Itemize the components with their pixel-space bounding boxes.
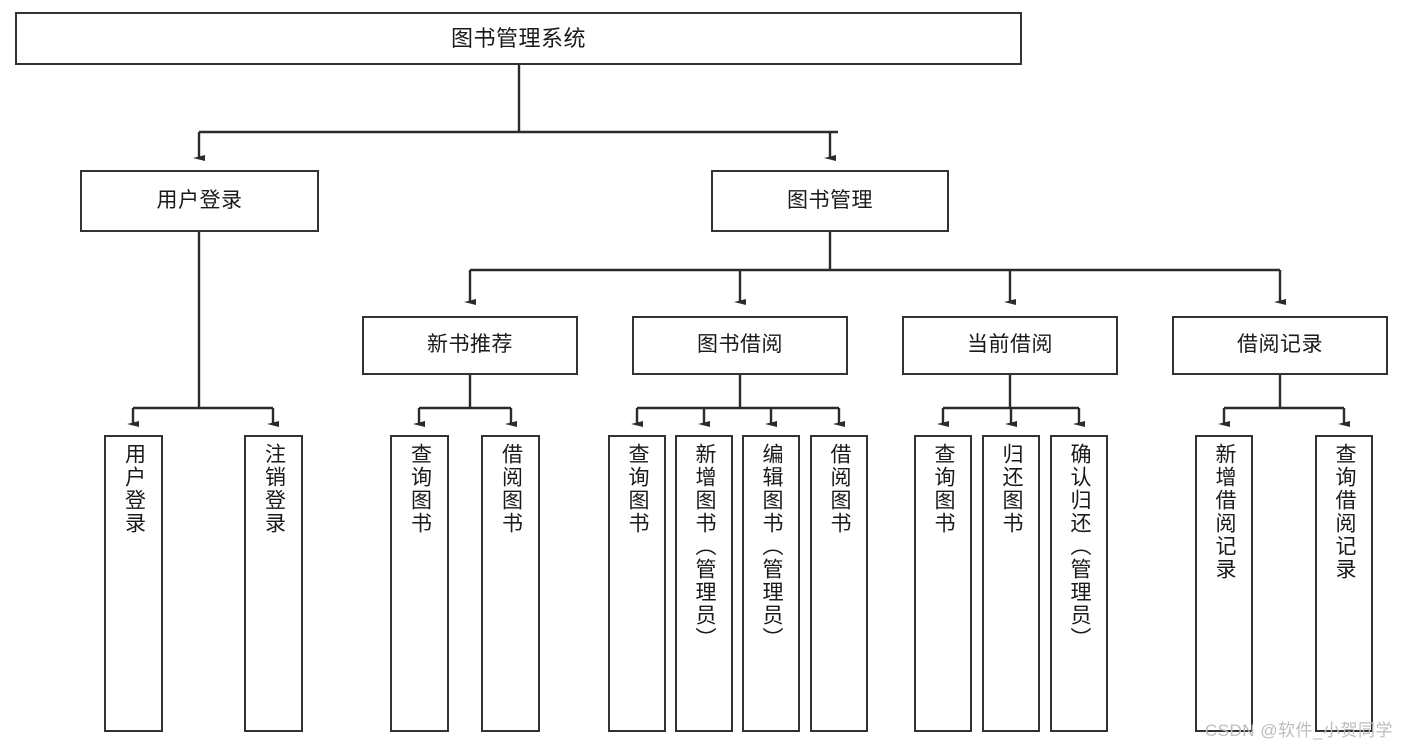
leaf-borrow-book[interactable]: 借阅图书 — [810, 435, 868, 732]
node-label: 新书推荐 — [427, 333, 513, 357]
node-new-book-recommend[interactable]: 新书推荐 — [362, 316, 578, 375]
leaf-query-book-current[interactable]: 查询图书 — [914, 435, 972, 732]
node-root-system[interactable]: 图书管理系统 — [15, 12, 1022, 65]
node-label: 查询图书 — [408, 443, 432, 535]
node-current-borrow[interactable]: 当前借阅 — [902, 316, 1118, 375]
csdn-watermark: CSDN @软件_小贺同学 — [1204, 721, 1393, 740]
node-label: 用户登录 — [122, 443, 146, 535]
node-label: 图书借阅 — [697, 333, 783, 357]
node-label: 图书管理 — [787, 188, 873, 212]
node-label: 新增图书（管理员） — [693, 443, 717, 650]
leaf-confirm-return-admin[interactable]: 确认归还（管理员） — [1050, 435, 1108, 732]
node-book-management[interactable]: 图书管理 — [711, 170, 949, 232]
leaf-logout[interactable]: 注销登录 — [244, 435, 303, 732]
node-label: 注销登录 — [262, 443, 286, 535]
node-book-borrow[interactable]: 图书借阅 — [632, 316, 848, 375]
leaf-borrow-book-recommend[interactable]: 借阅图书 — [481, 435, 540, 732]
node-label: 归还图书 — [1000, 443, 1024, 535]
leaf-add-book-admin[interactable]: 新增图书（管理员） — [675, 435, 733, 732]
node-label: 确认归还（管理员） — [1068, 443, 1092, 650]
node-label: 用户登录 — [156, 188, 243, 212]
leaf-query-borrow-record[interactable]: 查询借阅记录 — [1315, 435, 1373, 732]
node-label: 查询借阅记录 — [1333, 443, 1357, 581]
leaf-add-borrow-record[interactable]: 新增借阅记录 — [1195, 435, 1253, 732]
node-user-login[interactable]: 用户登录 — [80, 170, 319, 232]
leaf-return-book[interactable]: 归还图书 — [982, 435, 1040, 732]
node-borrow-records[interactable]: 借阅记录 — [1172, 316, 1388, 375]
leaf-query-book-borrow[interactable]: 查询图书 — [608, 435, 666, 732]
node-label: 图书管理系统 — [450, 25, 586, 51]
node-label: 借阅图书 — [499, 443, 523, 535]
node-label: 查询图书 — [626, 443, 650, 535]
node-label: 编辑图书（管理员） — [760, 443, 784, 650]
node-label: 新增借阅记录 — [1213, 443, 1237, 581]
node-label: 借阅图书 — [828, 443, 852, 535]
node-label: 查询图书 — [932, 443, 956, 535]
node-label: 当前借阅 — [967, 333, 1053, 357]
node-label: 借阅记录 — [1237, 333, 1323, 357]
leaf-user-login[interactable]: 用户登录 — [104, 435, 163, 732]
leaf-query-book-recommend[interactable]: 查询图书 — [390, 435, 449, 732]
leaf-edit-book-admin[interactable]: 编辑图书（管理员） — [742, 435, 800, 732]
